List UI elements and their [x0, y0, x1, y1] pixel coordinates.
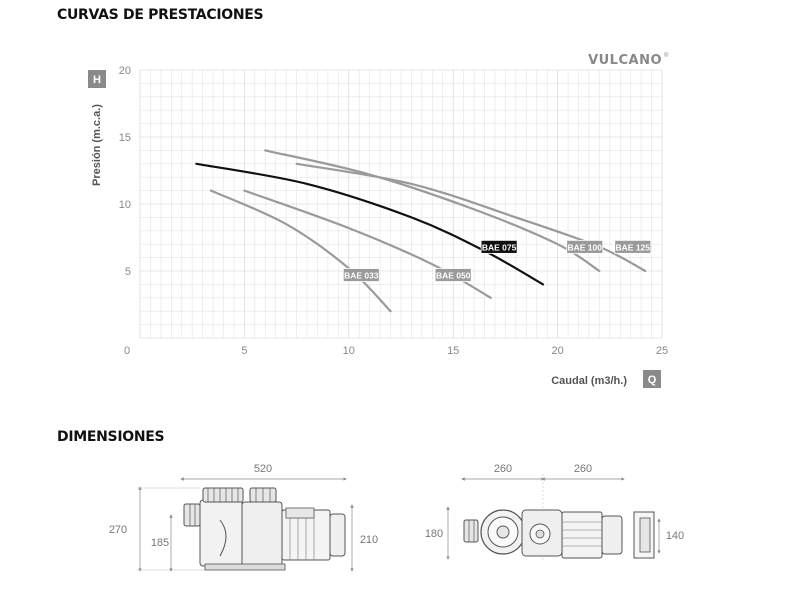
series-line-bae-075	[195, 162, 545, 286]
performance-chart: 0 5 10 15 20 25 5 10 15 20 H Presión (m.c.a.) Cau…	[88, 52, 669, 388]
x-axis-label: Caudal (m3/h.)	[551, 375, 627, 387]
series-label: BAE 075	[482, 242, 517, 252]
y-axis-badge-text: H	[93, 74, 101, 86]
dim-side-width: 520	[254, 463, 272, 475]
series-label: BAE 033	[344, 271, 379, 281]
y-tick-label: 10	[119, 199, 131, 211]
end-view-drawing: 140	[633, 511, 684, 559]
y-axis-label: Presión (m.c.a.)	[91, 104, 103, 186]
side-view-drawing: 520 270 185 210	[109, 463, 378, 572]
x-tick-label: 25	[656, 345, 668, 357]
series-line-bae-125	[295, 162, 647, 273]
y-tick-label: 20	[119, 65, 131, 77]
x-tick-label: 15	[447, 345, 459, 357]
chart-ticks: 0 5 10 15 20 25 5 10 15 20	[119, 65, 668, 357]
dim-side-height-axis: 185	[151, 537, 169, 549]
x-tick-label: 10	[343, 345, 355, 357]
chart-series-labels: BAE 033 BAE 050 BAE 075 BAE 100 BAE 125	[342, 239, 652, 282]
dim-top-width-left: 260	[494, 463, 512, 475]
chart-grid	[139, 69, 663, 339]
dim-top-depth: 180	[425, 528, 443, 540]
series-label-box	[614, 239, 652, 254]
curves-title: CURVAS DE PRESTACIONES	[57, 7, 264, 23]
dimensions-title: DIMENSIONES	[57, 429, 165, 445]
dim-side-height-motor: 210	[360, 534, 378, 546]
x-tick-label: 5	[241, 345, 247, 357]
series-label: BAE 100	[567, 242, 602, 252]
dim-side-height-total: 270	[109, 524, 127, 536]
x-tick-label: 0	[124, 345, 130, 357]
series-label-box	[434, 268, 472, 282]
brand-logo: VULCANO	[588, 53, 662, 68]
y-tick-label: 5	[125, 266, 131, 278]
x-axis-badge-text: Q	[648, 374, 657, 386]
series-label: BAE 125	[616, 242, 651, 252]
series-label-box	[480, 239, 518, 254]
series-line-bae-100	[264, 149, 601, 273]
series-label-box	[566, 239, 604, 254]
series-label-box	[342, 268, 380, 282]
series-label: BAE 050	[436, 271, 471, 281]
brand-registered-mark: ®	[664, 52, 669, 59]
dim-end-height: 140	[666, 530, 684, 542]
y-tick-label: 15	[119, 132, 131, 144]
x-axis-badge	[643, 370, 661, 388]
y-axis-badge	[88, 70, 106, 88]
dim-top-width-right: 260	[574, 463, 592, 475]
series-line-bae-033	[209, 189, 392, 313]
x-tick-label: 20	[551, 345, 563, 357]
top-view-drawing: 260 260 180	[425, 463, 625, 560]
